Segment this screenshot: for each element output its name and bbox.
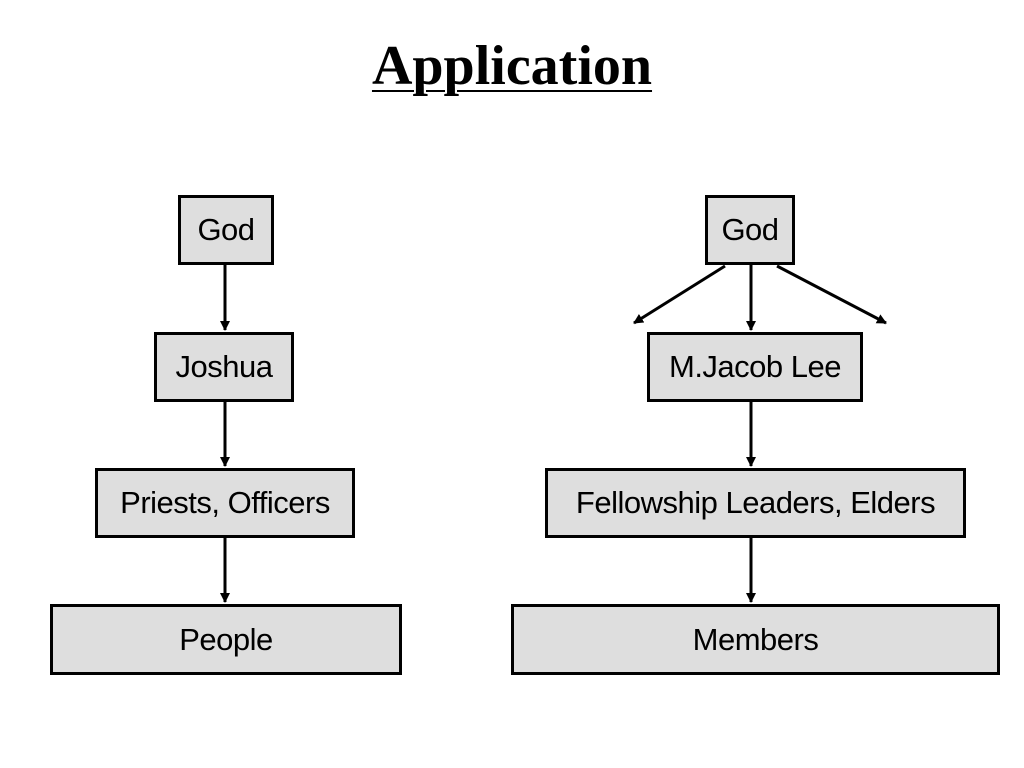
left-node-joshua: Joshua <box>154 332 294 402</box>
arrow-god-left-branch <box>633 264 726 325</box>
right-node-jacob-lee: M.Jacob Lee <box>647 332 863 402</box>
arrow-god-right-branch <box>776 264 887 325</box>
left-node-priests-officers: Priests, Officers <box>95 468 355 538</box>
right-node-members: Members <box>511 604 1000 675</box>
right-node-fellowship-leaders: Fellowship Leaders, Elders <box>545 468 966 538</box>
slide-title: Application <box>371 35 653 97</box>
right-node-god: God <box>705 195 795 265</box>
left-node-god: God <box>178 195 274 265</box>
left-node-people: People <box>50 604 402 675</box>
